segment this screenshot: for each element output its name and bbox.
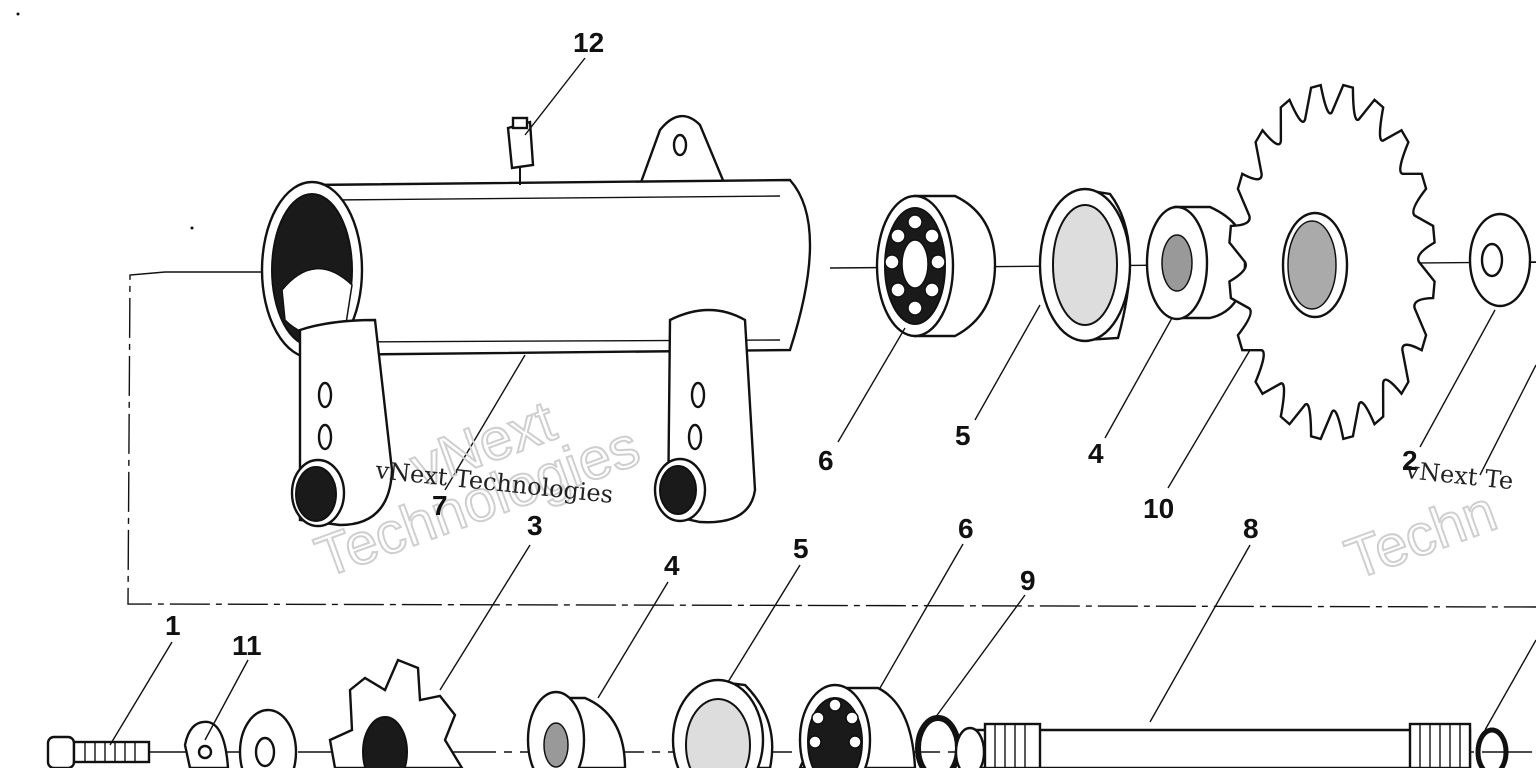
bolt: [46, 735, 151, 768]
callout-12: 12: [573, 27, 604, 58]
bearing-lower: [798, 683, 917, 768]
lock-washer: [183, 720, 230, 768]
bearing-upper: [875, 194, 997, 338]
callout-4-lower: 4: [664, 550, 680, 581]
callout-labels: 12 6 5 4 10 2 7 3 1 11 4 5 6 9 8: [165, 27, 1418, 661]
bush-upper: [1145, 205, 1247, 321]
leader-lines: [109, 57, 1536, 746]
callout-8: 8: [1243, 513, 1259, 544]
callout-10: 10: [1143, 493, 1174, 524]
callout-4-upper: 4: [1088, 438, 1104, 469]
circlip: [915, 715, 961, 768]
seal-ring-upper: [1038, 187, 1132, 343]
watermark: vNext Technologies vNext Technologies vN…: [306, 387, 1514, 593]
washer-lower: [238, 708, 298, 768]
callout-6-upper: 6: [818, 445, 834, 476]
small-sprocket: [328, 658, 464, 768]
callout-5-upper: 5: [955, 420, 971, 451]
bush-lower: [526, 690, 627, 768]
seal-ring-lower: [671, 678, 774, 768]
washer-upper: [1468, 212, 1532, 308]
callout-9: 9: [1020, 565, 1036, 596]
callout-1: 1: [165, 610, 181, 641]
swing-arm-tube: [260, 115, 812, 528]
shaft: [954, 722, 1509, 768]
callout-11: 11: [232, 630, 262, 661]
callout-2: 2: [1402, 445, 1418, 476]
grease-nipple: [506, 116, 535, 185]
callout-3: 3: [527, 510, 543, 541]
large-sprocket: [1228, 83, 1436, 441]
callout-5-lower: 5: [793, 533, 809, 564]
callout-6-lower: 6: [958, 513, 974, 544]
watermark-right-large: Techn: [1337, 478, 1505, 592]
callout-7: 7: [432, 490, 448, 521]
